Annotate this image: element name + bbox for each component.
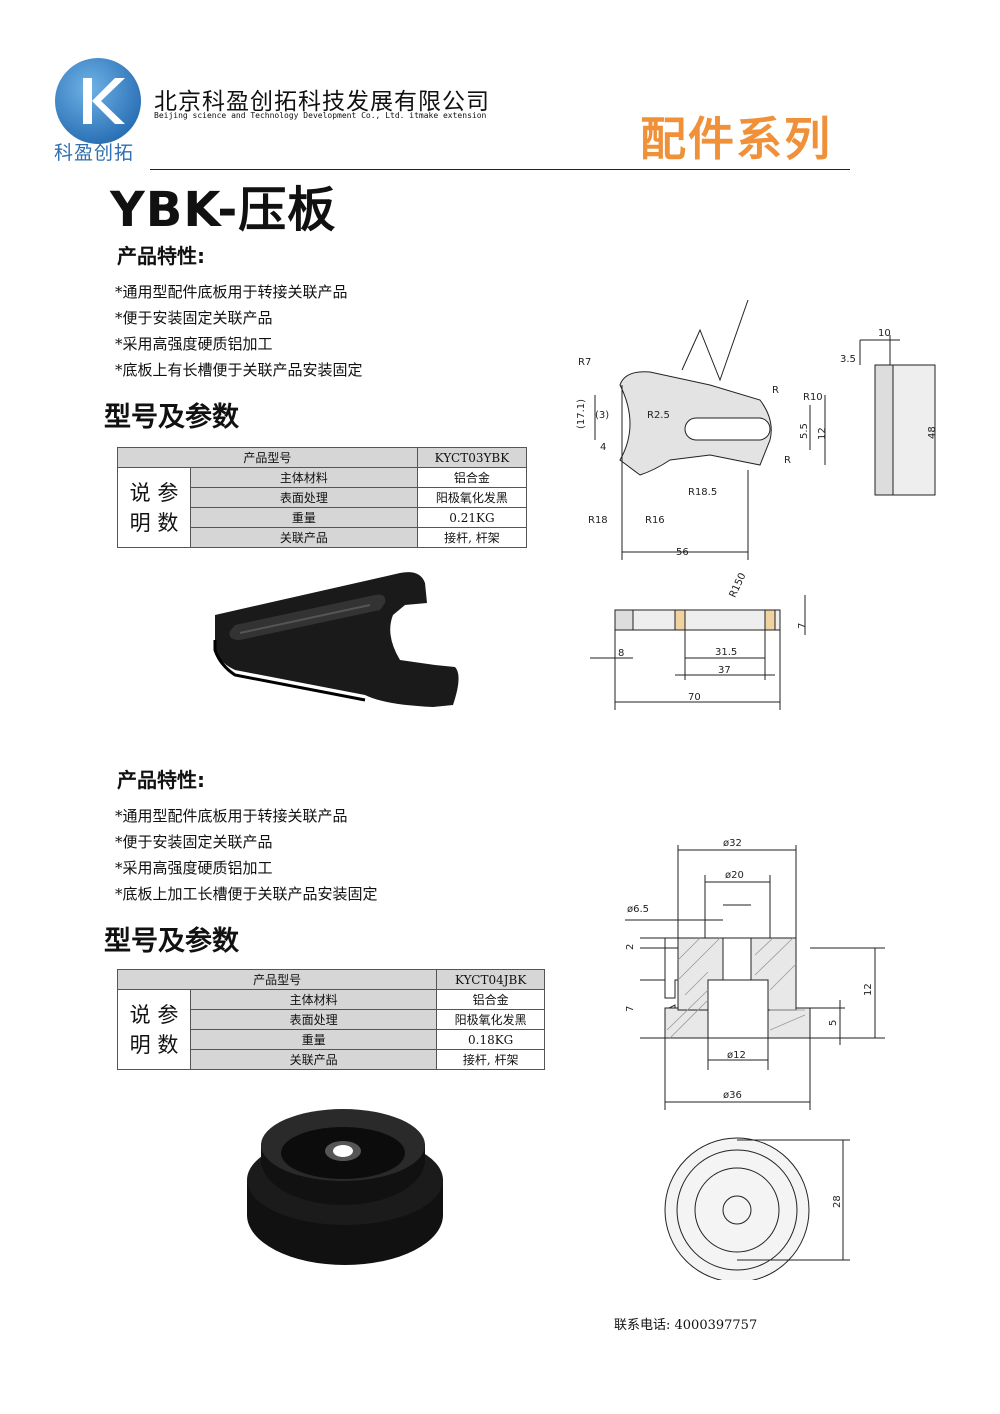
dim-label: R [784, 455, 791, 466]
dim-label: ø36 [723, 1090, 742, 1101]
clamp-drawing: R7 (17.1) (3) R2.5 4 R18 R16 R18.5 56 R … [576, 299, 938, 710]
row-value: 阳极氧化发黑 [436, 1009, 545, 1030]
dim-label: 56 [676, 547, 689, 558]
feature-item: *采用高强度硬质铝加工 [115, 859, 273, 877]
series-title: 配件系列 [640, 112, 832, 166]
row-label: 重量 [189, 1029, 438, 1050]
side-label: 说 参 明 数 [117, 989, 191, 1070]
model-label: 产品型号 [116, 969, 438, 990]
spec-table-1: 产品型号 KYCT03YBK 说 参 明 数 主体材料 铝合金 表面处理 阳极氧… [117, 447, 528, 548]
company-name-cn: 北京科盈创拓科技发展有限公司 [154, 89, 490, 115]
dim-label: 7 [797, 623, 808, 629]
row-label: 主体材料 [190, 467, 418, 488]
features-list-1: *通用型配件底板用于转接关联产品 *便于安装固定关联产品 *采用高强度硬质铝加工… [115, 279, 363, 383]
washer-photo [247, 1109, 443, 1265]
side-label: 说 参 明 数 [117, 467, 191, 548]
dim-label: 3.5 [840, 354, 856, 365]
clamp-photo [213, 572, 459, 707]
params-heading-2: 型号及参数 [104, 926, 239, 957]
header-divider [150, 169, 850, 170]
dim-label: 7 [625, 1006, 636, 1012]
model-value: KYCT03YBK [416, 447, 528, 468]
dim-label: R18 [588, 515, 608, 526]
row-value: 0.18KG [436, 1029, 545, 1050]
dim-label: 12 [863, 983, 874, 996]
feature-item: *通用型配件底板用于转接关联产品 [115, 807, 348, 825]
features-heading-2: 产品特性: [117, 768, 205, 792]
dim-label: 48 [927, 426, 938, 439]
dim-label: 10 [878, 328, 891, 339]
feature-item: *底板上加工长槽便于关联产品安装固定 [115, 885, 378, 903]
dim-label: 37 [718, 665, 731, 676]
dim-label: (3) [595, 410, 609, 421]
dim-label: 70 [688, 692, 701, 703]
logo-k-icon [83, 78, 125, 124]
dim-label: R2.5 [647, 410, 670, 421]
dim-label: 12 [817, 427, 828, 440]
model-value: KYCT04JBK [436, 969, 545, 990]
row-value: 铝合金 [436, 989, 545, 1010]
dim-label: 4 [600, 442, 606, 453]
dim-label: R7 [578, 357, 591, 368]
params-heading-1: 型号及参数 [104, 402, 239, 433]
dim-label: R18.5 [688, 487, 717, 498]
dim-label: 5 [828, 1020, 839, 1026]
dim-label: 8 [618, 648, 624, 659]
dim-label: 31.5 [715, 647, 737, 658]
dim-label: R16 [645, 515, 665, 526]
row-value: 接杆, 杆架 [436, 1049, 545, 1070]
row-value: 接杆, 杆架 [416, 527, 528, 548]
dim-label: ø12 [727, 1050, 746, 1061]
feature-item: *底板上有长槽便于关联产品安装固定 [115, 361, 363, 379]
dim-label: ø6.5 [627, 904, 649, 915]
dim-label: R10 [803, 392, 823, 403]
dim-label: ø32 [723, 838, 742, 849]
feature-item: *通用型配件底板用于转接关联产品 [115, 283, 348, 301]
row-label: 主体材料 [189, 989, 438, 1010]
row-label: 重量 [190, 507, 418, 528]
row-label: 关联产品 [190, 527, 418, 548]
row-label: 关联产品 [189, 1049, 438, 1070]
spec-table-2: 产品型号 KYCT04JBK 说 参 明 数 主体材料 铝合金 表面处理 阳极氧… [116, 969, 545, 1070]
dim-label: ø20 [725, 870, 744, 881]
dim-label: 28 [832, 1195, 843, 1208]
feature-item: *便于安装固定关联产品 [115, 833, 273, 851]
row-value: 0.21KG [416, 507, 528, 528]
dim-label: (17.1) [576, 399, 587, 429]
company-name-en: Beijing science and Technology Developme… [154, 111, 487, 120]
logo-text: 科盈创拓 [54, 142, 135, 164]
feature-item: *便于安装固定关联产品 [115, 309, 273, 327]
row-label: 表面处理 [190, 487, 418, 508]
contact-phone: 联系电话: 4000397757 [614, 1318, 758, 1333]
page-title: YBK-压板 [110, 182, 337, 238]
row-label: 表面处理 [189, 1009, 438, 1030]
row-value: 铝合金 [416, 467, 528, 488]
model-label: 产品型号 [117, 447, 418, 468]
row-value: 阳极氧化发黑 [416, 487, 528, 508]
features-list-2: *通用型配件底板用于转接关联产品 *便于安装固定关联产品 *采用高强度硬质铝加工… [115, 803, 378, 907]
dim-label: R [772, 385, 779, 396]
dim-label: 2 [625, 944, 636, 950]
washer-drawing: ø32 ø20 ø6.5 2 7 12 5 ø12 ø36 28 [625, 838, 885, 1280]
features-heading-1: 产品特性: [117, 244, 205, 268]
feature-item: *采用高强度硬质铝加工 [115, 335, 273, 353]
dim-label: 5.5 [799, 423, 810, 439]
dim-label: R150 [728, 571, 749, 599]
